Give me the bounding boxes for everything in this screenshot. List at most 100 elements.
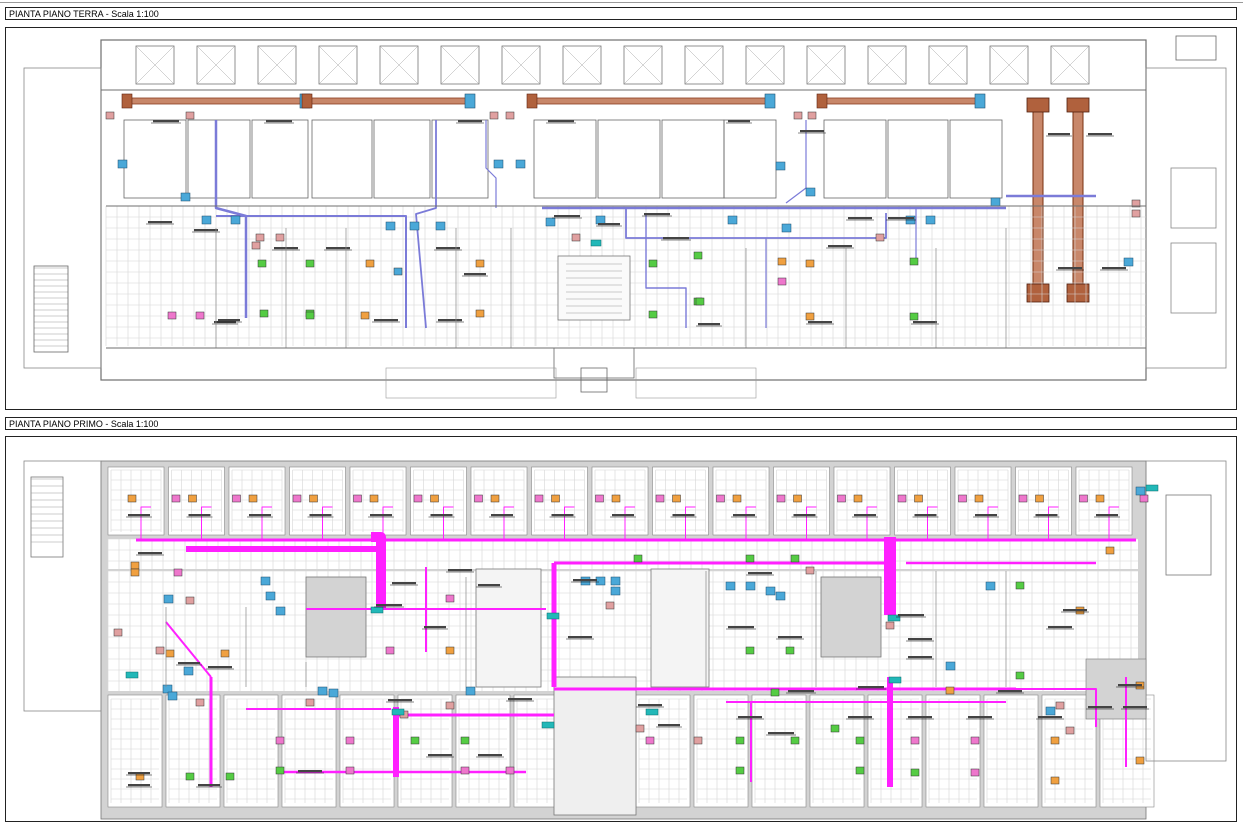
room-diag <box>135 45 175 85</box>
first-fan-coil <box>985 581 996 591</box>
first-diffuser <box>541 721 555 729</box>
lower-room <box>281 694 337 808</box>
room-ceiling-grid <box>168 698 217 803</box>
label-text-stroke <box>644 213 670 216</box>
first-equipment-tag <box>735 736 745 745</box>
label-text-stroke <box>326 247 350 250</box>
supply-duct <box>415 120 437 329</box>
right-wing-room <box>1165 494 1212 576</box>
first-equipment-tag <box>1135 756 1145 765</box>
label-text-stroke <box>914 514 937 517</box>
label-text-stroke <box>424 626 446 629</box>
ground-diffuser <box>590 239 602 247</box>
room-diag <box>196 45 236 85</box>
label-text-stroke <box>448 569 472 572</box>
room-unit-tag <box>188 494 197 503</box>
first-floor-plan-panel[interactable] <box>5 436 1237 822</box>
first-equipment-tag <box>970 768 980 777</box>
room-unit-tag <box>716 494 725 503</box>
label-text-stroke <box>738 716 762 719</box>
first-equipment-tag <box>970 736 980 745</box>
first-red-tag <box>1065 726 1075 735</box>
room-ceiling-grid <box>400 698 449 803</box>
branch-duct <box>645 213 687 328</box>
room-unit-tag <box>776 494 786 503</box>
first-equipment-tag <box>645 736 655 745</box>
room-unit-tag <box>1018 494 1028 503</box>
lower-room <box>867 694 923 808</box>
ground-floor-plan-drawing <box>23 35 1227 399</box>
first-fan-coil <box>610 586 621 596</box>
room-branch-line <box>322 506 333 540</box>
label-text-stroke <box>458 120 482 123</box>
label-text-stroke <box>698 323 720 326</box>
label-text-stroke <box>768 732 794 735</box>
first-floor-plan-drawing <box>23 460 1227 820</box>
label-text-stroke <box>554 215 580 218</box>
label-text-stroke <box>1123 706 1147 709</box>
label-text-stroke <box>1088 133 1112 136</box>
top-room <box>196 45 236 85</box>
right-wing-room <box>1175 35 1217 61</box>
room-diag <box>684 45 724 85</box>
top-room <box>928 45 968 85</box>
top-room <box>684 45 724 85</box>
label-text-stroke <box>898 614 924 617</box>
ground-fan-coil <box>805 187 816 197</box>
right-wing-room <box>1170 242 1217 314</box>
ground-fan-coil <box>727 215 738 225</box>
ground-fan-coil <box>990 197 1001 207</box>
first-fan-coil <box>775 591 786 601</box>
vertical-trunk <box>371 532 386 609</box>
first-equipment-tag <box>633 554 643 563</box>
entrance-door <box>580 367 608 393</box>
first-diffuser <box>1145 484 1159 492</box>
room-unit-tag <box>793 494 802 503</box>
air-handling-unit <box>764 93 776 109</box>
label-text-stroke <box>551 514 574 517</box>
top-room <box>867 45 907 85</box>
label-text-stroke <box>370 514 392 517</box>
fan-unit <box>1026 283 1050 303</box>
label-text-stroke <box>438 319 462 322</box>
first-fan-coil <box>465 686 476 696</box>
ground-fan-coil <box>595 215 606 225</box>
ground-fan-coil <box>1123 257 1134 267</box>
heat-exchanger-unit <box>530 97 772 105</box>
first-equipment-tag <box>130 568 140 577</box>
lower-room <box>223 694 279 808</box>
first-fan-coil <box>725 581 736 591</box>
ground-red-tag <box>489 111 499 120</box>
first-equipment-tag <box>460 736 470 745</box>
room-ceiling-grid <box>342 698 391 803</box>
label-text-stroke <box>374 319 398 322</box>
room-unit-tag <box>732 494 742 503</box>
label-text-stroke <box>508 698 532 701</box>
first-fan-coil <box>328 688 339 698</box>
first-fan-coil <box>610 576 621 586</box>
label-text-stroke <box>128 772 150 775</box>
top-room <box>379 45 419 85</box>
cell-room <box>251 119 309 199</box>
room-unit-tag <box>1035 494 1044 503</box>
supply-duct <box>216 215 407 328</box>
first-equipment-tag <box>745 646 755 655</box>
branch-duct <box>1016 688 1097 727</box>
first-diffuser <box>645 708 659 716</box>
room-diag <box>1050 45 1090 85</box>
ground-floor-plan-panel[interactable] <box>5 27 1237 410</box>
label-text-stroke <box>612 514 634 517</box>
first-red-tag <box>605 601 615 610</box>
first-red-tag <box>445 701 455 710</box>
first-fan-coil <box>317 686 328 696</box>
label-text-stroke <box>793 514 816 517</box>
room-branch-line <box>382 506 393 540</box>
label-text-stroke <box>1058 267 1082 270</box>
label-text-stroke <box>428 754 452 757</box>
label-text-stroke <box>663 237 689 240</box>
ground-equipment-tag <box>909 257 919 266</box>
central-core <box>553 676 637 816</box>
first-fan-coil <box>163 594 174 604</box>
label-text-stroke <box>478 754 502 757</box>
first-fan-coil <box>595 576 606 586</box>
